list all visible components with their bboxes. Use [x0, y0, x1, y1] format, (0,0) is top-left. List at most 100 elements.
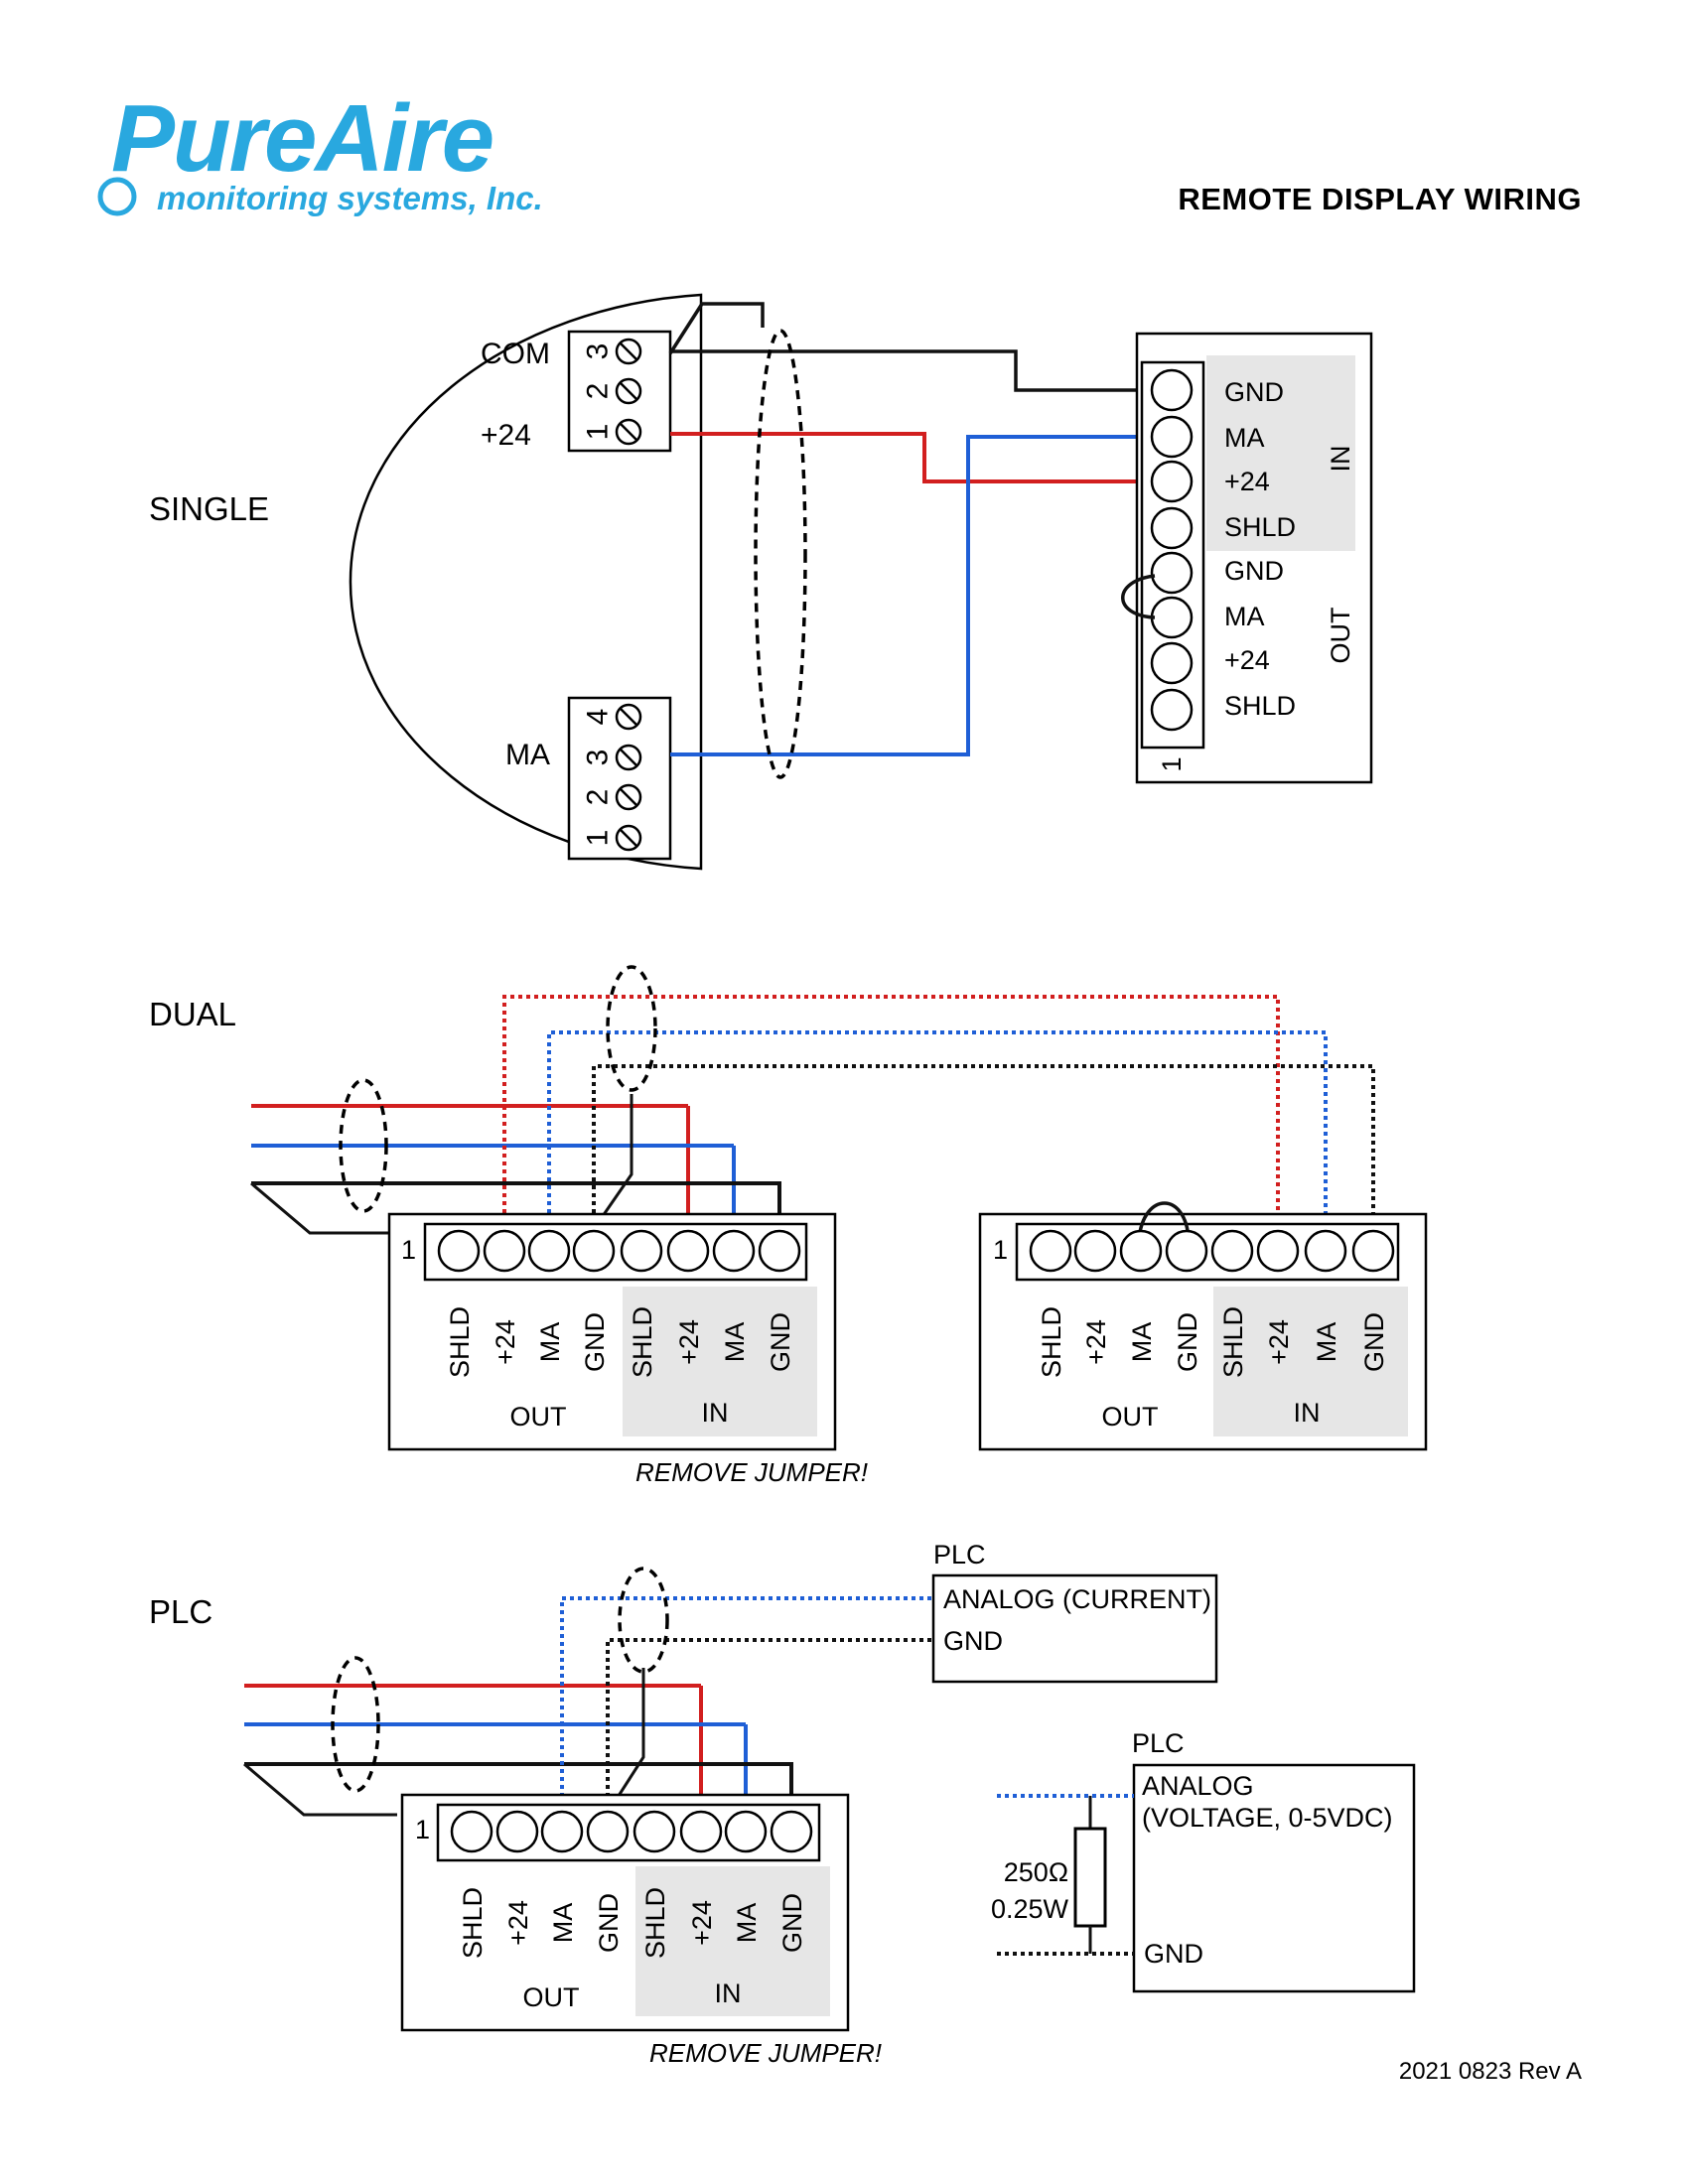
plc-incoming-cable-bundle-marker	[331, 1656, 380, 1793]
terminal	[1256, 1229, 1300, 1273]
chain-shield-drain	[592, 1094, 633, 1230]
label-gnd: GND	[777, 1893, 807, 1953]
terminal	[483, 1229, 526, 1273]
display-a-terminals	[437, 1229, 801, 1273]
label-24: +24	[1264, 1319, 1294, 1365]
terminal	[1029, 1229, 1072, 1273]
terminal	[679, 1810, 723, 1853]
out-zone-label: OUT	[1326, 608, 1355, 664]
plc-voltage-analog-line2: (VOLTAGE, 0-5VDC)	[1142, 1803, 1393, 1833]
transmitter-upper-terminal-block	[567, 330, 672, 453]
plc-cable-bundle-marker	[618, 1567, 669, 1674]
lower-block-num-2: 2	[582, 789, 615, 806]
display-b-out-label: OUT	[1102, 1402, 1159, 1432]
chain-cable-bundle-marker	[606, 965, 657, 1092]
incoming-cable-jacket	[250, 1181, 407, 1235]
display-a-in-zone	[623, 1287, 817, 1436]
single-section-label: SINGLE	[149, 490, 269, 527]
revision-label: 2021 0823 Rev A	[1399, 2058, 1582, 2085]
terminal	[527, 1229, 571, 1273]
chain-ground-wire	[592, 1064, 1375, 1229]
label-gnd: GND	[1224, 377, 1284, 407]
display-b-in-zone	[1213, 1287, 1408, 1436]
terminal	[712, 1229, 756, 1273]
label-ma: MA	[548, 1903, 578, 1944]
com-label: COM	[481, 338, 550, 370]
label-gnd: GND	[766, 1312, 795, 1372]
label-gnd: GND	[1224, 556, 1284, 586]
terminal	[1165, 1229, 1208, 1273]
label-shld: SHLD	[628, 1306, 657, 1378]
label-shld: SHLD	[445, 1306, 475, 1378]
terminal	[1073, 1229, 1117, 1273]
terminal-in-gnd	[1150, 368, 1194, 412]
display-a-pin1-label: 1	[401, 1235, 416, 1265]
label-gnd: GND	[1359, 1312, 1389, 1372]
label-ma: MA	[720, 1322, 750, 1363]
plc-analog-signal-wire	[560, 1596, 933, 1813]
plc-display-in-zone	[635, 1866, 830, 2016]
plc-incoming-cable-jacket	[243, 1762, 397, 1817]
logo-brand-text: PureAire	[111, 85, 492, 192]
terminal	[495, 1810, 539, 1853]
terminal	[540, 1810, 584, 1853]
display-b-jumper-wire	[1137, 1201, 1191, 1240]
label-ma: MA	[1224, 423, 1265, 453]
out-jumper-wire	[1121, 574, 1156, 619]
plc-remove-jumper-note: REMOVE JUMPER!	[649, 2038, 882, 2068]
display-a-in-label: IN	[702, 1398, 729, 1428]
plc-voltage-title: PLC	[1132, 1728, 1185, 1758]
plc-display-pin1-label: 1	[415, 1815, 430, 1844]
resistor-icon	[1073, 1827, 1107, 1928]
remote-display-terminals	[1150, 368, 1194, 732]
terminal	[586, 1810, 630, 1853]
cable-bundle-marker	[754, 329, 807, 779]
plc-shield-drain	[606, 1668, 645, 1814]
plus24-label: +24	[481, 419, 531, 452]
upper-block-screws	[615, 338, 642, 446]
plc-voltage-input-box	[1132, 1763, 1416, 1993]
terminal	[1210, 1229, 1254, 1273]
display-b-pin1-label: 1	[993, 1235, 1008, 1265]
page-title: REMOTE DISPLAY WIRING	[1178, 182, 1582, 216]
screw-icon	[615, 703, 642, 731]
label-gnd: GND	[594, 1893, 624, 1953]
incoming-cable-bundle-marker	[339, 1078, 388, 1213]
in-terminal-zone	[1206, 355, 1355, 551]
label-ma: MA	[1312, 1322, 1341, 1363]
plc-display-out-label: OUT	[523, 1982, 580, 2012]
plc-display-in-label: IN	[715, 1979, 742, 2008]
dual-section: DUAL 1 SHLD +24	[149, 965, 1428, 1487]
label-ma: MA	[732, 1903, 762, 1944]
terminal	[666, 1229, 710, 1273]
terminal-in-24	[1150, 460, 1194, 503]
pin1-label: 1	[1157, 756, 1187, 771]
terminal	[620, 1229, 663, 1273]
single-section: SINGLE COM +24 3 2 1 MA 4 3 2 1	[149, 293, 1373, 871]
screw-icon	[615, 744, 642, 771]
terminal	[450, 1810, 493, 1853]
company-logo: PureAire O2 monitoring systems, Inc.	[97, 85, 543, 216]
transmitter-housing	[349, 293, 703, 871]
lower-block-num-1: 1	[582, 830, 615, 847]
terminal	[437, 1229, 481, 1273]
terminal	[758, 1229, 801, 1273]
upper-block-num-3: 3	[582, 343, 615, 360]
terminal-in-shld	[1150, 506, 1194, 550]
remote-display-terminal-strip	[1140, 360, 1205, 750]
shield-drain-wire	[668, 302, 765, 354]
label-24: +24	[1224, 645, 1270, 675]
label-shld: SHLD	[640, 1887, 670, 1959]
screw-icon	[615, 783, 642, 811]
label-24: +24	[1081, 1319, 1111, 1365]
signal-wire	[670, 435, 1155, 756]
plc-section: PLC 1 SHLD +24 MA	[149, 1540, 1416, 2068]
label-shld: SHLD	[1218, 1306, 1248, 1378]
label-shld: SHLD	[1224, 512, 1296, 542]
resistor-value-label: 250Ω	[1004, 1857, 1068, 1887]
upper-block-num-2: 2	[582, 383, 615, 400]
label-shld: SHLD	[1224, 691, 1296, 721]
upper-block-num-1: 1	[582, 424, 615, 441]
terminal-out-24	[1150, 641, 1194, 685]
plc-voltage-gnd-label: GND	[1144, 1939, 1203, 1969]
